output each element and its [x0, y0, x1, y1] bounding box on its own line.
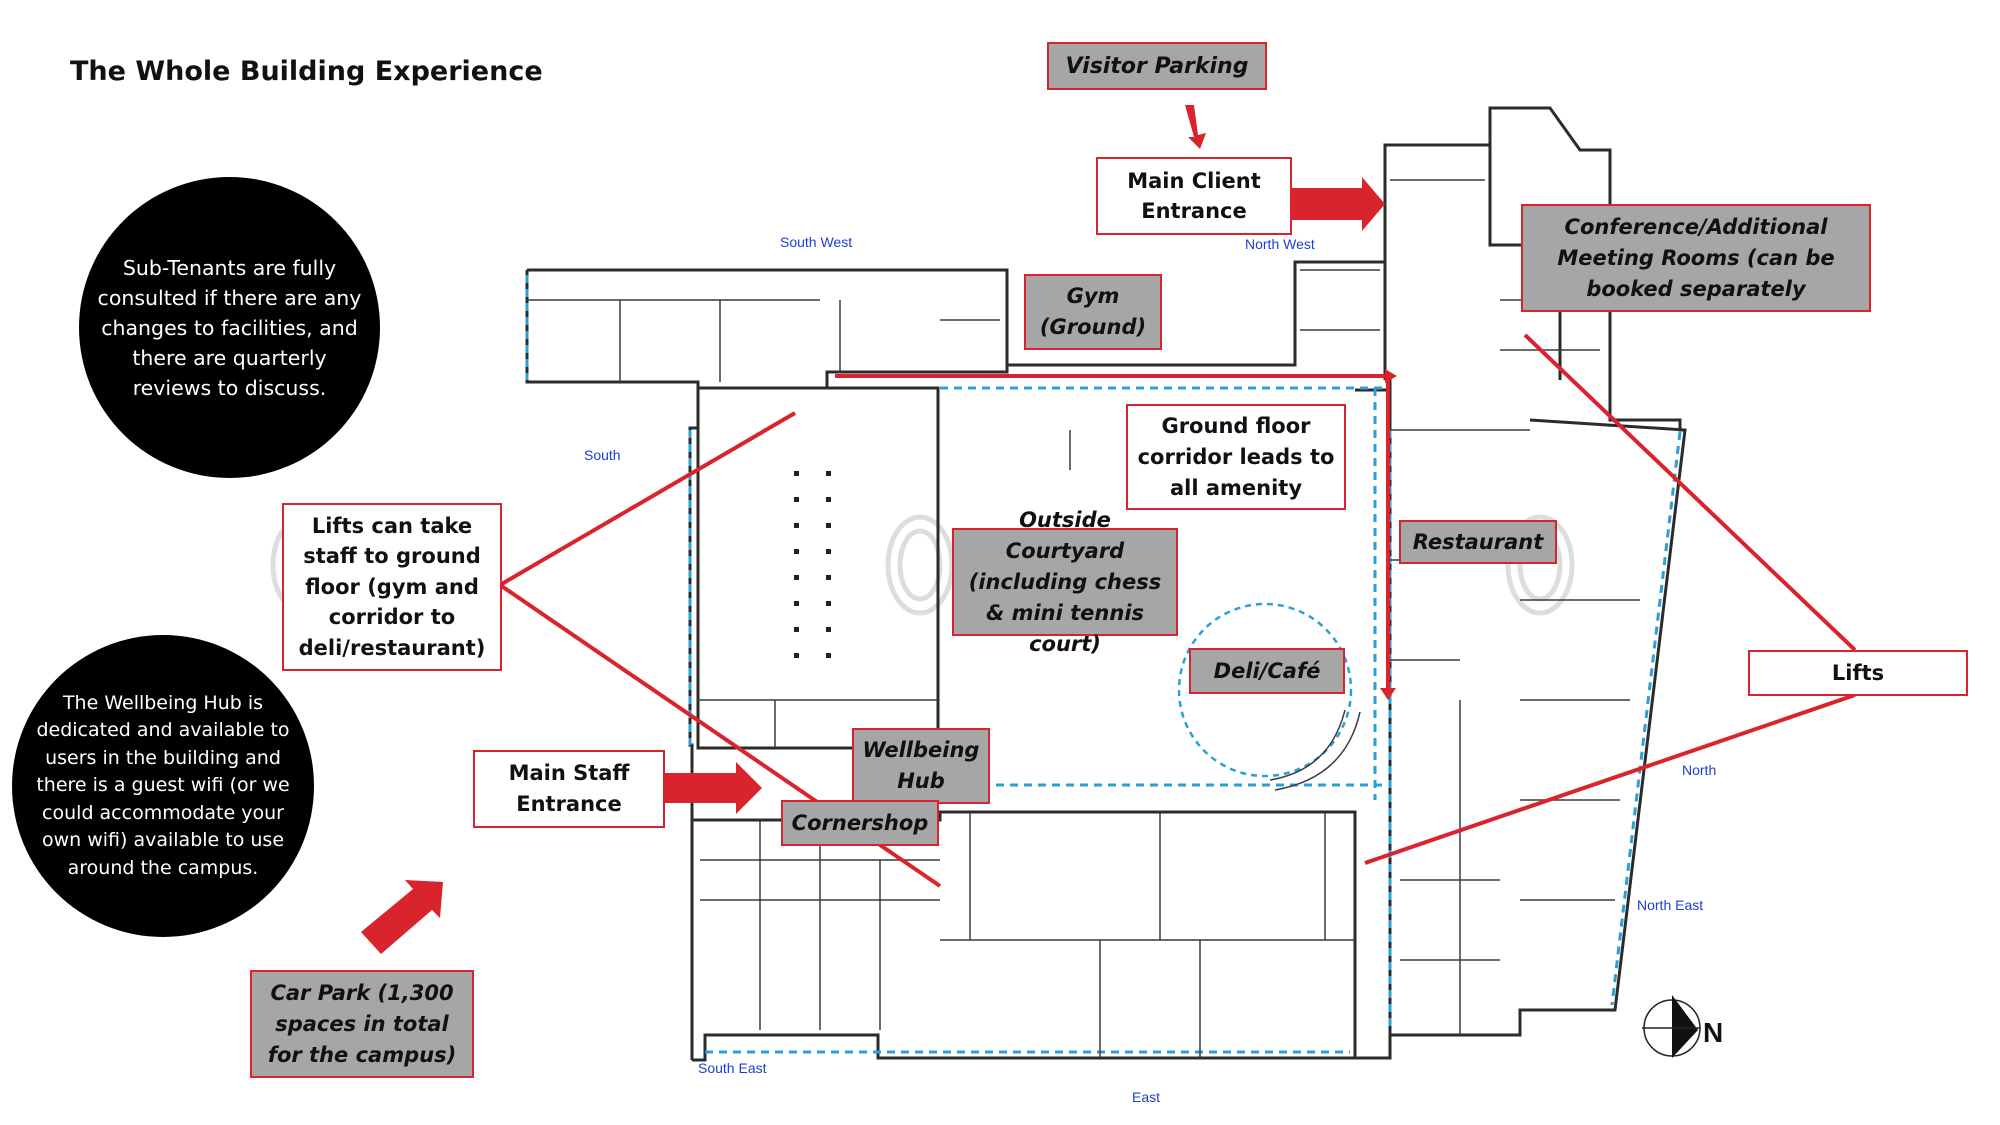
column-grid [794, 471, 831, 658]
sub-tenants-info-text: Sub-Tenants are fully consulted if there… [97, 255, 362, 400]
deli-rotunda [1177, 602, 1353, 778]
restaurant-label: Restaurant [1399, 520, 1557, 564]
compass-icon [1642, 995, 1701, 1058]
visitor-parking-arrow [1185, 105, 1206, 149]
gym-label: Gym (Ground) [1024, 274, 1162, 350]
wellbeing-info-circle: The Wellbeing Hub is dedicated and avail… [12, 635, 314, 937]
orientation-east: East [1132, 1089, 1161, 1105]
ground-floor-corridor-label: Ground floor corridor leads to all ameni… [1126, 404, 1346, 510]
corridor-route [835, 374, 1390, 690]
lifts-label: Lifts [1748, 650, 1968, 696]
staff-entrance-arrow [662, 762, 762, 814]
compass-north-label: N [1703, 1017, 1724, 1048]
orientation-north-east: North East [1637, 897, 1704, 913]
curtain-wall-lines [525, 275, 1682, 1054]
page-title: The Whole Building Experience [70, 56, 543, 87]
orientation-north-west: North West [1245, 236, 1315, 252]
client-entrance-arrow [1290, 177, 1385, 231]
sub-tenants-info-circle: Sub-Tenants are fully consulted if there… [79, 177, 380, 478]
car-park-label: Car Park (1,300 spaces in total for the … [250, 970, 474, 1078]
main-staff-entrance-label: Main Staff Entrance [473, 750, 665, 828]
arrows [361, 105, 1385, 954]
wellbeing-hub-label: Wellbeing Hub [852, 728, 990, 804]
main-client-entrance-label: Main Client Entrance [1096, 157, 1292, 235]
interior-partitions [527, 179, 1640, 1058]
orientation-south-west: South West [780, 234, 853, 250]
outside-courtyard-label: Outside Courtyard (including chess & min… [952, 508, 1178, 656]
lifts-staff-label: Lifts can take staff to ground floor (gy… [282, 503, 502, 671]
conference-rooms-label: Conference/Additional Meeting Rooms (can… [1521, 204, 1871, 312]
orientation-south: South [584, 447, 621, 463]
wellbeing-info-text: The Wellbeing Hub is dedicated and avail… [36, 691, 290, 879]
visitor-parking-label: Visitor Parking [1047, 42, 1267, 90]
deli-cafe-label: Deli/Café [1189, 648, 1345, 694]
car-park-arrow [361, 880, 443, 954]
orientation-north: North [1682, 762, 1717, 778]
orientation-south-east: South East [698, 1060, 767, 1076]
cornershop-label: Cornershop [781, 800, 939, 846]
